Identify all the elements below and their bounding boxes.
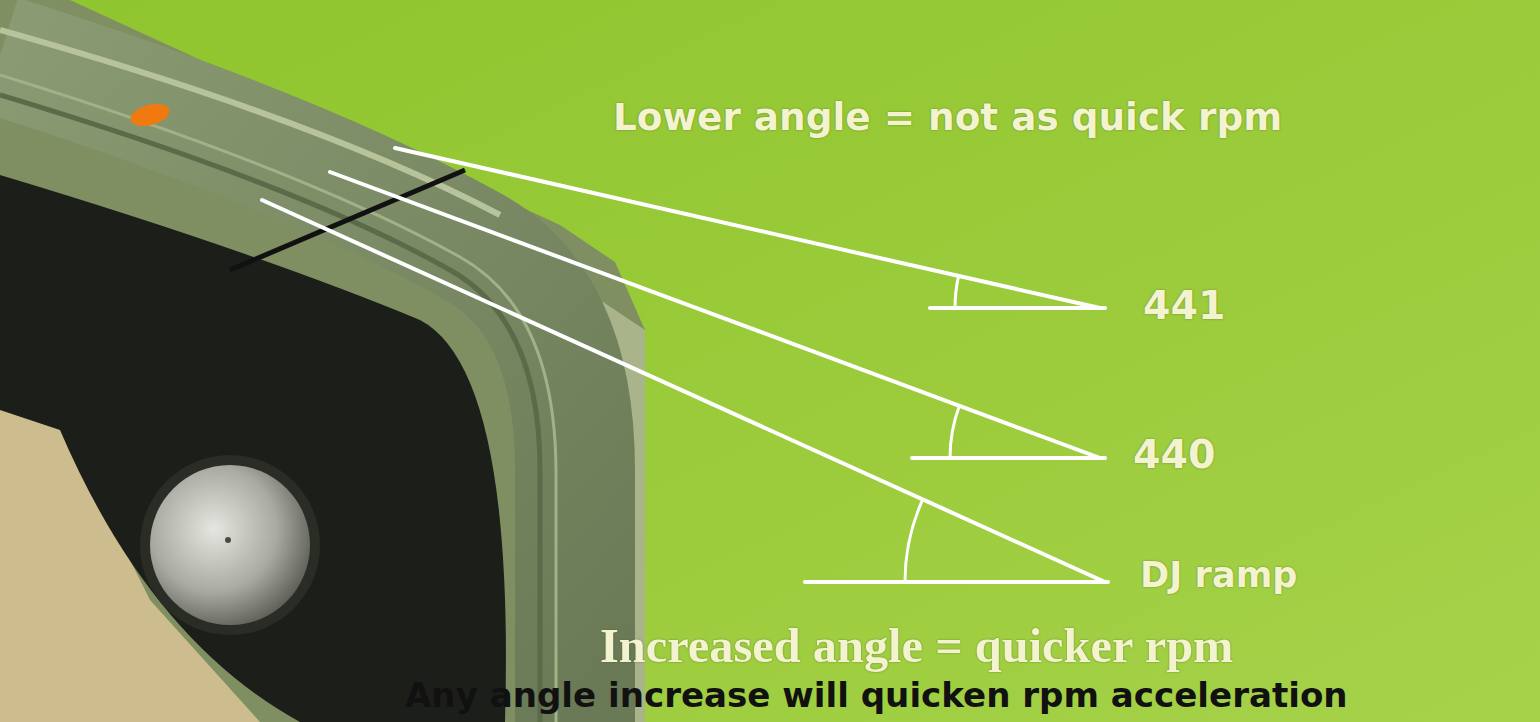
angle-arc [950,406,959,458]
note-text: Increased angle = quicker rpm [600,618,1233,674]
band-groove [0,95,540,722]
arm-body [0,175,506,722]
ramp-line [262,200,1105,582]
band-highlight [0,75,556,722]
reference-line [230,170,465,270]
ramp-number: 440 [1133,432,1216,478]
note-text: Any angle increase will quicken rpm acce… [405,676,1348,715]
housing [0,0,645,722]
angle-arc [905,499,923,582]
ramp-line [330,172,1100,458]
ramp-name: DJ ramp [1140,555,1298,595]
pin-rim [140,455,320,635]
note-text: Lower angle = not as quick rpm [613,96,1282,139]
base-line [805,580,1108,584]
pin [150,465,310,625]
metal-band [0,55,575,722]
pin-center [225,537,231,543]
base-line [912,456,1105,460]
paint-mark [128,100,172,130]
ramp-number: 441 [1143,283,1226,329]
angle-arc [955,276,959,308]
ramp-line [395,148,1100,308]
